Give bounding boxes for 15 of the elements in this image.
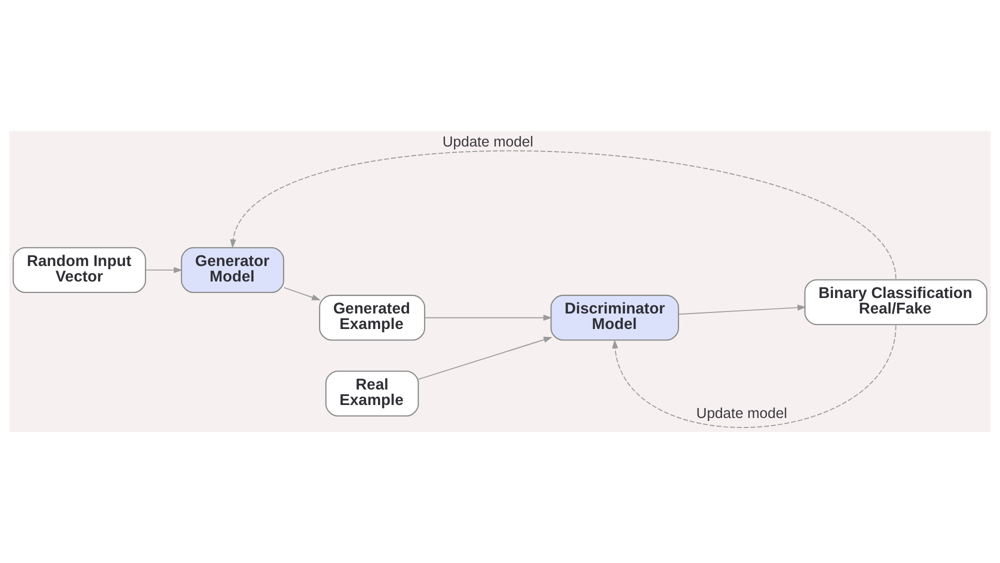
node-box: Generator Model: [180, 247, 284, 294]
node-box: Binary Classification Real/Fake: [804, 279, 988, 326]
arrow: [612, 325, 896, 428]
edge-label: Update model: [442, 134, 534, 151]
arrow: [418, 336, 552, 380]
arrow: [284, 287, 321, 300]
node-box: Real Example: [325, 370, 419, 417]
arrow: [678, 304, 806, 315]
edge-label: Update model: [696, 406, 788, 422]
arrow: [424, 314, 552, 321]
arrow: [230, 150, 896, 280]
node-box: Discriminator Model: [550, 294, 680, 341]
arrow: [145, 267, 183, 274]
node-box: Generated Example: [319, 294, 426, 341]
node-box: Random Input Vector: [12, 247, 146, 294]
